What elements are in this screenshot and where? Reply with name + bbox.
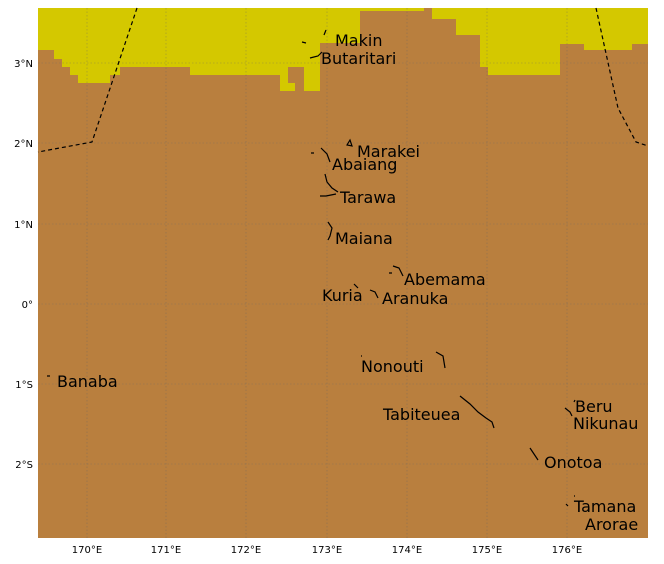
place-label-abemama: Abemama	[404, 270, 486, 289]
coast-onotoa	[529, 447, 539, 461]
highlight-region	[38, 8, 648, 91]
place-label-nikunau: Nikunau	[573, 414, 638, 433]
place-label-arorae: Arorae	[585, 515, 638, 534]
coast-butaritari-west	[301, 41, 307, 44]
coast-abemama	[389, 265, 404, 277]
coast-makin	[309, 29, 327, 59]
coast-tamana	[565, 495, 575, 507]
coast-maiana	[327, 221, 333, 241]
coast-abaiang	[311, 147, 331, 163]
border-line-east	[595, 7, 649, 147]
lat-tick-1n: 1°N	[14, 220, 33, 231]
place-labels: Makin Butaritari Marakei Abaiang Tarawa …	[57, 31, 638, 534]
place-label-abaiang: Abaiang	[332, 155, 397, 174]
place-label-aranuka: Aranuka	[382, 289, 448, 308]
lat-tick-1s: 1°S	[15, 380, 33, 391]
place-label-kuria: Kuria	[322, 286, 363, 305]
coast-kuria	[353, 283, 359, 289]
lon-tick-171e: 171°E	[151, 545, 181, 556]
coast-tarawa	[320, 173, 339, 197]
lon-tick-170e: 170°E	[72, 545, 102, 556]
highlight-patch	[286, 83, 295, 91]
lat-tick-3n: 3°N	[14, 59, 33, 70]
lon-tick-172e: 172°E	[231, 545, 261, 556]
place-label-beru: Beru	[575, 397, 613, 416]
coast-nonouti	[361, 351, 446, 369]
lat-tick-0: 0°	[22, 300, 33, 311]
lat-tick-2s: 2°S	[15, 460, 33, 471]
lat-tick-2n: 2°N	[14, 139, 33, 150]
place-label-tarawa: Tarawa	[339, 188, 396, 207]
place-label-butaritari: Butaritari	[321, 49, 396, 68]
lon-tick-173e: 173°E	[312, 545, 342, 556]
gridlines	[38, 8, 648, 538]
coast-nikunau	[573, 399, 576, 403]
place-label-tabiteuea: Tabiteuea	[382, 405, 460, 424]
lon-tick-175e: 175°E	[472, 545, 502, 556]
lon-tick-176e: 176°E	[552, 545, 582, 556]
coast-marakei	[346, 138, 353, 147]
coast-aranuka	[369, 289, 379, 299]
place-label-makin: Makin	[335, 31, 382, 50]
place-label-marakei: Marakei	[357, 142, 420, 161]
border-line-west	[37, 7, 138, 153]
coast-tabiteuea	[459, 395, 495, 429]
place-label-banaba: Banaba	[57, 372, 118, 391]
place-label-nonouti: Nonouti	[361, 357, 424, 376]
place-label-onotoa: Onotoa	[544, 453, 602, 472]
place-label-tamana: Tamana	[573, 497, 636, 516]
coast-beru	[564, 407, 573, 417]
coastlines	[47, 29, 576, 507]
lon-tick-labels: 170°E 171°E 172°E 173°E 174°E 175°E 176°…	[72, 545, 582, 556]
lon-tick-174e: 174°E	[392, 545, 422, 556]
lat-tick-labels: 3°N 2°N 1°N 0° 1°S 2°S	[14, 59, 33, 471]
map-background	[38, 8, 648, 538]
place-label-maiana: Maiana	[335, 229, 393, 248]
